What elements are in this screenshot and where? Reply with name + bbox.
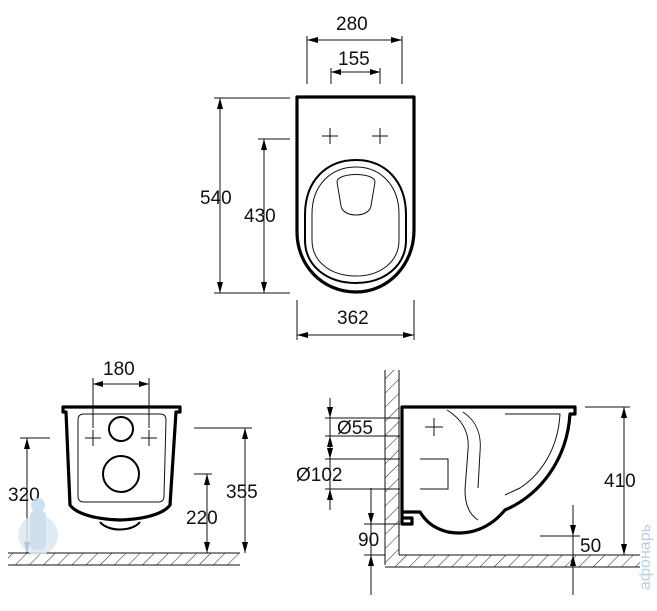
front-view-cross-left (85, 430, 101, 446)
dim-90: 90 (358, 530, 379, 551)
front-view-base (99, 521, 141, 531)
front-view-inner-frame (77, 413, 167, 503)
dim-280: 280 (336, 14, 368, 35)
dim-320: 320 (8, 485, 40, 506)
front-view-floor-hatch (8, 553, 240, 565)
dim-355: 355 (226, 482, 258, 503)
dim-50: 50 (580, 536, 601, 557)
side-view-wall-hatch (385, 370, 399, 555)
top-view-seat-ring (304, 158, 407, 285)
front-view-top-hole (108, 416, 134, 442)
dim-540: 540 (200, 188, 232, 209)
top-view-drain (336, 174, 376, 216)
side-view-trapway-inner (462, 411, 481, 489)
top-view-bowl-outline (295, 95, 416, 294)
watermark-logo (18, 498, 58, 555)
dim-430: 430 (244, 206, 276, 227)
front-view: 180 320 355 220 (8, 359, 258, 566)
front-view-outlet-hole (102, 455, 140, 493)
top-view-bowl-inner (311, 166, 400, 277)
mounting-cross-left (322, 128, 338, 144)
side-view: Ø55 Ø102 90 410 50 (296, 370, 640, 595)
dim-362: 362 (337, 308, 369, 329)
top-view: 280 155 540 430 362 (200, 14, 416, 340)
side-view-floor-hatch (385, 555, 640, 567)
front-view-cross-right (141, 430, 157, 446)
side-view-trapway (446, 409, 479, 521)
front-view-body-outline (61, 405, 182, 522)
side-view-bowl-outline (400, 405, 577, 535)
mounting-cross-right (372, 128, 388, 144)
dim-410: 410 (604, 471, 636, 492)
watermark-text: афонарь (637, 524, 654, 590)
dim-diameter-55: Ø55 (337, 418, 373, 439)
side-view-bowl-inner (504, 413, 561, 496)
dim-155: 155 (338, 49, 370, 70)
dim-180: 180 (103, 359, 135, 380)
dim-220: 220 (186, 508, 218, 529)
dim-diameter-102: Ø102 (296, 465, 342, 486)
